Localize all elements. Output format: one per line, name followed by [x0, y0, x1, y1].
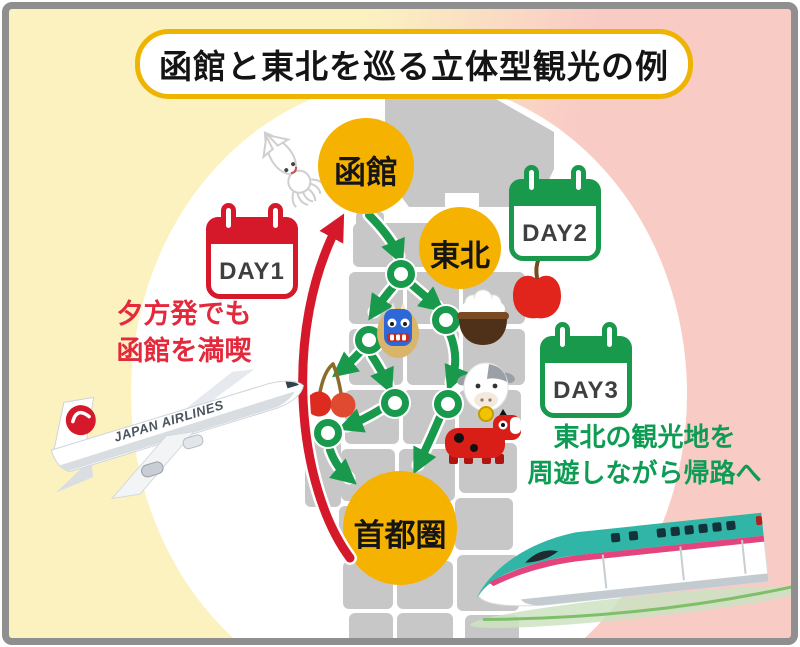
arrow-wp3-to-wp5: [444, 330, 469, 392]
train-note-line2: 周遊しながら帰路へ: [527, 458, 762, 488]
node-tohoku: [419, 207, 501, 289]
page-title: 函館と東北を巡る立体型観光の例: [159, 48, 669, 85]
e5-shinkansen-icon: [470, 512, 791, 628]
arrow-wp2-to-cherries: [332, 347, 365, 378]
day1-calendar-icon: DAY1: [206, 203, 298, 301]
train-note: 東北の観光地を 周遊しながら帰路へ: [512, 419, 777, 491]
day3-label: DAY3: [553, 377, 619, 404]
cow-icon: [457, 362, 515, 422]
squid-icon: [262, 131, 325, 208]
rice-bowl-icon: [457, 289, 509, 345]
day1-label: DAY1: [219, 258, 285, 285]
flight-arrow: [295, 213, 357, 565]
arrow-wp5-to-shutoken: [413, 413, 444, 475]
node-hakodate: [318, 118, 414, 214]
node-circles: [318, 118, 501, 585]
flight-note-line2: 函館を満喫: [116, 336, 252, 366]
arrow-wp1-to-wp2: [368, 283, 397, 321]
akabeko-red-cow-icon: [445, 409, 521, 464]
day2-calendar-icon: DAY2: [509, 165, 601, 263]
node-label-shutoken: 首都圏: [353, 518, 447, 553]
map-hokkaido: [385, 99, 554, 207]
flight-note-line1: 夕方発でも: [116, 299, 252, 329]
arrow-wp4-to-wp6: [337, 405, 385, 433]
cherries-icon: [306, 362, 356, 418]
node-shutoken: [343, 471, 457, 585]
day2-label: DAY2: [522, 220, 588, 247]
arrow-wp6-to-shutoken: [326, 446, 357, 485]
train-note-line1: 東北の観光地を: [553, 422, 736, 452]
train-route-arrows: [323, 208, 469, 485]
route-waypoints: [312, 258, 464, 449]
day3-calendar-icon: DAY3: [540, 322, 632, 420]
namahage-mask-icon: [377, 302, 419, 358]
node-label-tohoku: 東北: [430, 240, 490, 273]
flight-note: 夕方発でも 函館を満喫: [94, 296, 274, 370]
title-banner: 函館と東北を巡る立体型観光の例: [135, 29, 693, 99]
arrow-hakodate-to-wp1: [365, 211, 405, 266]
arrow-wp1-to-wp3: [408, 281, 445, 313]
node-label-hakodate: 函館: [333, 154, 398, 190]
arrow-wp2-to-wp4: [368, 352, 394, 395]
